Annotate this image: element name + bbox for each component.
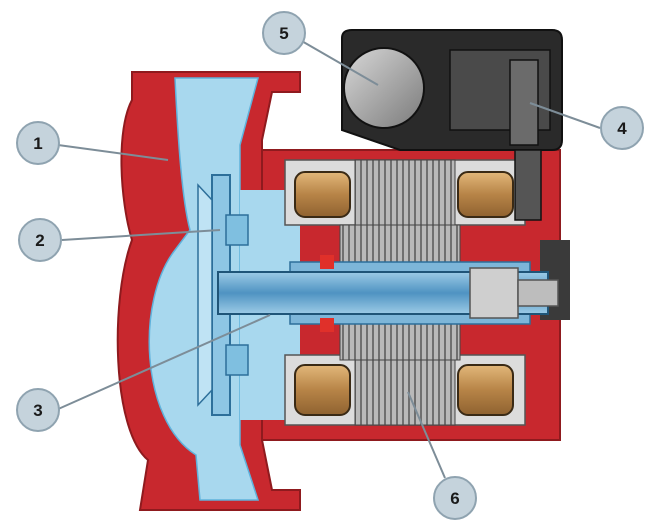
callout-label: 3 <box>33 401 42 420</box>
callout-circle <box>16 121 60 165</box>
callout-1: 1 <box>16 121 60 165</box>
callout-label: 1 <box>33 134 42 153</box>
leader-line-4 <box>529 102 601 129</box>
callout-circle <box>600 106 644 150</box>
callout-6: 6 <box>433 476 477 520</box>
callout-label: 4 <box>617 119 627 138</box>
callout-3: 3 <box>16 388 60 432</box>
callout-circle <box>18 218 62 262</box>
leader-line-3 <box>55 314 271 411</box>
rotor-shaft <box>217 255 559 332</box>
leader-line-6 <box>407 391 446 479</box>
callout-label: 2 <box>35 231 44 250</box>
callout-5: 5 <box>262 11 306 55</box>
stator <box>284 159 526 426</box>
callout-label: 5 <box>279 24 288 43</box>
electronics-module <box>341 29 563 221</box>
leader-line-2 <box>61 229 221 241</box>
leader-line-1 <box>57 144 169 161</box>
callout-2: 2 <box>18 218 62 262</box>
callout-label: 6 <box>450 489 459 508</box>
callout-circle <box>433 476 477 520</box>
leader-line-5 <box>299 39 379 86</box>
callout-circle <box>262 11 306 55</box>
leader-lines <box>55 39 601 479</box>
callout-4: 4 <box>600 106 644 150</box>
callout-circle <box>16 388 60 432</box>
